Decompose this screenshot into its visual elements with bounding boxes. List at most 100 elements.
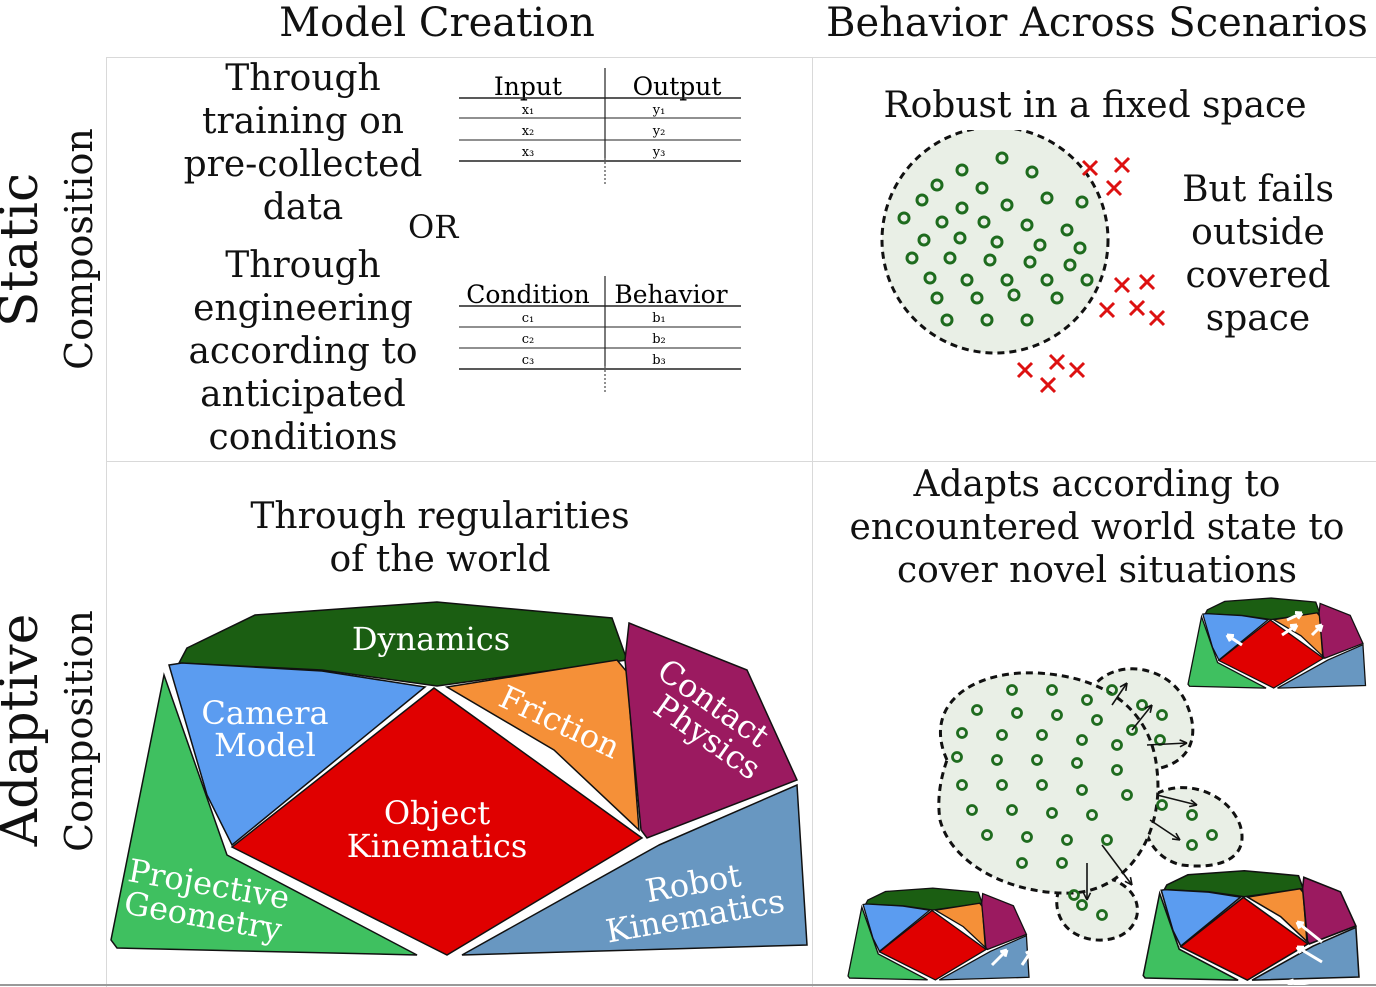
data-point: [1076, 784, 1088, 796]
expansion-arrow: [1101, 844, 1133, 886]
data-point: [905, 251, 919, 265]
coverage-diagram-adaptive: [847, 597, 1367, 985]
data-point: [1126, 724, 1138, 736]
extension-region-right: [1142, 786, 1244, 868]
table-cell: y₂: [652, 124, 666, 139]
data-point: [956, 727, 968, 739]
table-cell: y₃: [652, 145, 666, 160]
world-model-puzzle: Dynamics Camera Model Friction Contact P…: [110, 601, 808, 956]
column-title-behavior: Behavior Across Scenarios: [826, 0, 1368, 46]
input-output-table: Input Output x₁ y₁ x₂ y₂ x₃ y₃: [459, 68, 741, 186]
data-point: [1036, 779, 1048, 791]
data-point: [1000, 198, 1014, 212]
failure-cross: [1016, 361, 1034, 379]
data-point: [1011, 707, 1023, 719]
failure-cross: [1138, 273, 1156, 291]
data-point: [1071, 757, 1083, 769]
data-point: [1021, 831, 1033, 843]
table-header-behavior: Behavior: [614, 280, 727, 309]
data-point: [1080, 273, 1094, 287]
mini-piece-robot: [938, 934, 1030, 981]
data-point: [1025, 165, 1039, 179]
data-point: [996, 729, 1008, 741]
fails-text: But fails outside covered space: [1153, 168, 1363, 340]
data-point: [966, 804, 978, 816]
table-cell: b₁: [652, 311, 666, 326]
expansion-arrow: [1111, 682, 1128, 706]
table-header-input: Input: [494, 72, 562, 101]
data-point: [1050, 291, 1064, 305]
mini-puzzle-arrows: [1225, 611, 1324, 647]
object-kinematics-piece: [230, 687, 644, 956]
table-cell: c₂: [522, 332, 535, 347]
dynamics-label: Dynamics: [352, 620, 510, 658]
data-point: [1101, 834, 1113, 846]
failure-cross: [1048, 353, 1066, 371]
data-point: [1031, 754, 1043, 766]
expansion-arrow: [1146, 739, 1188, 748]
adapts-title-line: encountered world state to: [849, 507, 1345, 548]
data-point: [990, 235, 1004, 249]
table-header-condition: Condition: [466, 280, 589, 309]
failure-cross: [1105, 179, 1123, 197]
data-point: [1016, 857, 1028, 869]
data-point: [1081, 694, 1093, 706]
fails-text-line: But fails: [1182, 169, 1334, 210]
mini-puzzle-arrows: [1286, 920, 1323, 985]
failure-cross: [1068, 361, 1086, 379]
data-point: [1006, 804, 1018, 816]
failure-cross: [1098, 301, 1116, 319]
object-label-line: Object: [384, 794, 491, 832]
data-points: [897, 151, 1094, 327]
failure-cross: [1148, 309, 1166, 327]
or-label: OR: [408, 208, 459, 246]
data-point: [951, 751, 963, 763]
data-point: [1076, 734, 1088, 746]
data-point: [930, 291, 944, 305]
camera-model-piece: [168, 662, 427, 847]
camera-label-line: Model: [214, 726, 316, 764]
engineering-text-line: conditions: [208, 417, 398, 458]
failure-cross: [1081, 159, 1099, 177]
training-text-line: training on: [202, 101, 404, 142]
table-cell: c₁: [522, 311, 535, 326]
data-point: [971, 704, 983, 716]
data-point: [1096, 909, 1108, 921]
mini-puzzle: [1187, 597, 1367, 689]
contact-physics-piece: [624, 621, 799, 839]
data-point: [956, 779, 968, 791]
data-point: [1033, 238, 1047, 252]
fails-text-line: space: [1205, 298, 1311, 339]
expansion-arrow: [1156, 794, 1198, 808]
data-point: [1206, 829, 1218, 841]
failure-cross: [1113, 276, 1131, 294]
data-point: [930, 178, 944, 192]
engineering-text-line: anticipated: [200, 374, 406, 415]
training-text: Through training on pre-collected data: [173, 57, 433, 229]
data-point: [1156, 709, 1168, 721]
grid-middle-horizontal: [107, 461, 1376, 462]
data-point: [1023, 255, 1037, 269]
robust-title: Robust in a fixed space: [883, 85, 1307, 126]
grid-left-line: [106, 57, 107, 987]
adapts-title: Adapts according to encountered world st…: [818, 463, 1376, 592]
mini-piece-object: [878, 909, 988, 981]
data-point: [1076, 899, 1088, 911]
data-point: [996, 779, 1008, 791]
table-header-output: Output: [633, 72, 722, 101]
data-point: [1086, 809, 1098, 821]
data-point: [1056, 857, 1068, 869]
engineering-text-line: engineering: [193, 288, 413, 329]
data-point: [955, 201, 969, 215]
data-point: [980, 313, 994, 327]
engineering-text: Through engineering according to anticip…: [173, 244, 433, 459]
table-cell: y₁: [652, 103, 666, 118]
mini-puzzle-arrows: [990, 943, 1055, 967]
failure-points: [1016, 156, 1166, 394]
data-point: [1040, 191, 1054, 205]
mini-piece-object: [1217, 619, 1325, 689]
table-cell: b₂: [652, 332, 666, 347]
data-point: [991, 754, 1003, 766]
data-point: [1068, 889, 1080, 901]
table-cell: x₂: [522, 124, 535, 139]
